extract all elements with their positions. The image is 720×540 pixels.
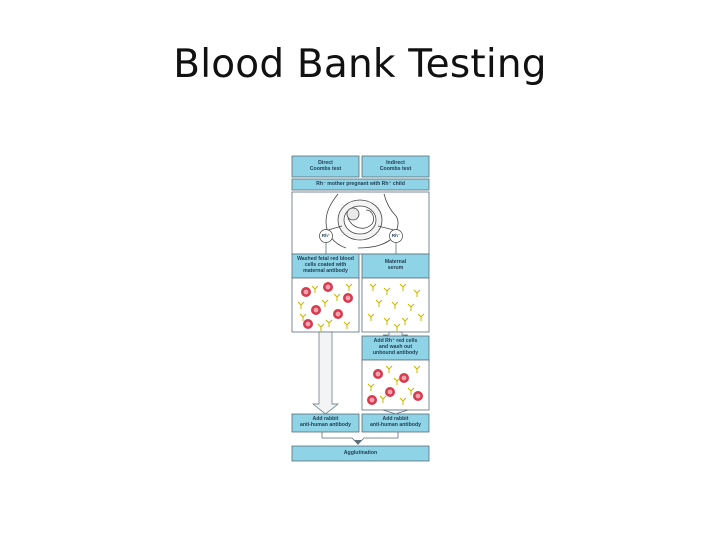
pregnant-mother-illustration (325, 193, 399, 249)
agglutination-box (291, 445, 430, 462)
right-second-panel-cells (367, 365, 423, 405)
left-panel-cells (297, 282, 353, 331)
rbc-cell (367, 395, 377, 405)
add-rh-cells-box (361, 335, 430, 361)
rbc-cell (373, 369, 383, 379)
washed-cells-label: Washed fetal red blood cells coated with… (297, 256, 354, 274)
rbc-cell (303, 319, 313, 329)
rbc-cell (399, 373, 409, 383)
indirect-header-box (361, 155, 430, 178)
add-rabbit-left-label: Add rabbit anti-human antibody (299, 416, 351, 428)
rbc-cell (301, 287, 311, 297)
direct-header-box (291, 155, 360, 178)
direct-long-arrow (312, 331, 339, 415)
rbc-cell (333, 309, 343, 319)
add-rabbit-left-box (291, 413, 360, 433)
antibody-group (297, 283, 353, 331)
mother-pregnant-label: Rh⁻ mother pregnant with Rh⁺ child (316, 180, 405, 187)
rbc-cell (343, 293, 353, 303)
rh-plus-circle (319, 229, 333, 243)
indirect-coombs-header: Indirect Coombs test (379, 159, 412, 172)
maternal-serum-label: Maternal serum (384, 259, 407, 271)
indirect-arrow-2 (382, 409, 409, 415)
rh-plus-label: Rh⁺ (321, 233, 331, 239)
maternal-serum-box (361, 253, 430, 279)
rbc-cell (413, 391, 423, 401)
diagram-graphics (291, 155, 430, 462)
antibody-group (367, 365, 421, 405)
slide-title: Blood Bank Testing (173, 42, 547, 87)
right-panel-antibodies (367, 283, 425, 331)
coombs-test-diagram: Direct Coombs test Indirect Coombs test … (286, 152, 434, 468)
add-rabbit-right-box (361, 413, 430, 433)
rh-minus-circle (389, 229, 403, 243)
rh-minus-label: Rh⁻ (391, 233, 401, 239)
washed-cells-box (291, 253, 360, 279)
mother-line-box (291, 178, 430, 191)
direct-coombs-header: Direct Coombs test (309, 159, 342, 172)
rbc-cell (385, 387, 395, 397)
add-rh-cells-label: Add Rh⁺ red cells and wash out unbound a… (372, 338, 419, 356)
add-rabbit-right-label: Add rabbit anti-human antibody (369, 416, 421, 428)
rbc-cell (323, 282, 333, 292)
agglutination-label: Agglutination (343, 449, 378, 456)
rbc-cell (311, 305, 321, 315)
